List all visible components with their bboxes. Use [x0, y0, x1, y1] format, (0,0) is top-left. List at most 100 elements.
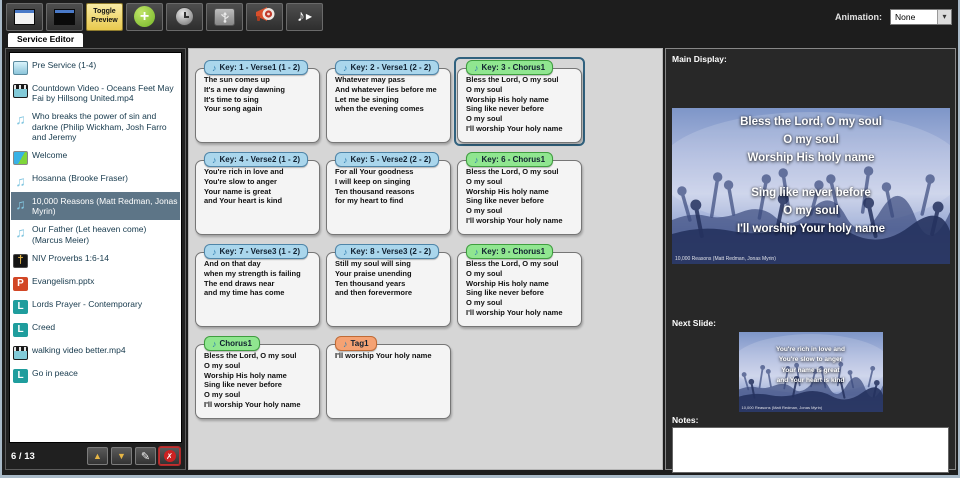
- service-item-icon: [13, 150, 28, 165]
- slide-title: Key: 6 - Chorus1: [481, 155, 546, 164]
- slide-header-tab[interactable]: Key: 7 - Verse3 (1 - 2): [204, 244, 308, 259]
- service-item-label: Creed: [32, 321, 56, 332]
- service-position-count: 6 / 13: [11, 450, 35, 462]
- display-on-icon: [14, 8, 35, 25]
- move-down-button[interactable]: [111, 447, 132, 465]
- service-list-item[interactable]: Welcome: [11, 146, 180, 169]
- service-item-icon: [13, 61, 28, 75]
- slide-card[interactable]: Key: 9 - Chorus1 Bless the Lord, O my so…: [457, 244, 582, 327]
- toggle-preview-button[interactable]: Toggle Preview: [86, 2, 123, 31]
- service-list-item[interactable]: Lords Prayer - Contemporary: [11, 295, 180, 318]
- service-list-item[interactable]: Hosanna (Brooke Fraser): [11, 169, 180, 192]
- notes-input[interactable]: [672, 427, 949, 473]
- main-display-preview: Bless the Lord, O my soul O my soul Wors…: [672, 108, 950, 264]
- music-note-icon: [212, 63, 217, 73]
- slide-card[interactable]: Key: 5 - Verse2 (2 - 2) For all Your goo…: [326, 152, 451, 235]
- service-list-item[interactable]: Our Father (Let heaven come) (Marcus Mei…: [11, 220, 180, 248]
- service-list-item[interactable]: NIV Proverbs 1:6-14: [11, 249, 180, 272]
- service-item-label: Go in peace: [32, 367, 78, 378]
- slide-card[interactable]: Key: 3 - Chorus1 Bless the Lord, O my so…: [454, 57, 585, 146]
- slide-header-tab[interactable]: Key: 3 - Chorus1: [466, 60, 554, 75]
- slide-lyrics[interactable]: You're rich in love and You're slow to a…: [195, 160, 320, 235]
- service-item-label: Our Father (Let heaven come) (Marcus Mei…: [32, 224, 147, 245]
- service-panel: Pre Service (1-4) Countdown Video - Ocea…: [5, 48, 186, 470]
- slide-card[interactable]: Chorus1 Bless the Lord, O my soul O my s…: [195, 336, 320, 419]
- slide-title: Key: 4 - Verse2 (1 - 2): [219, 155, 300, 164]
- slide-lyrics[interactable]: Whatever may pass And whatever lies befo…: [326, 68, 451, 143]
- next-slide-text: You're rich in love and You're slow to a…: [776, 346, 845, 385]
- service-item-label: Hosanna (Brooke Fraser): [32, 172, 128, 183]
- slide-lyrics[interactable]: Bless the Lord, O my soul O my soul Wors…: [195, 344, 320, 419]
- add-item-button[interactable]: [126, 2, 163, 31]
- animation-label: Animation:: [835, 11, 882, 22]
- slide-card[interactable]: Key: 2 - Verse1 (2 - 2) Whatever may pas…: [326, 60, 451, 143]
- service-item-label: Countdown Video - Oceans Feet May Fai by…: [32, 83, 174, 104]
- notes-label: Notes:: [672, 415, 699, 425]
- plus-icon: [134, 6, 155, 27]
- slide-lyrics[interactable]: I'll worship Your holy name: [326, 344, 451, 419]
- slide-header-tab[interactable]: Chorus1: [204, 336, 260, 351]
- service-list-item[interactable]: Creed: [11, 318, 180, 341]
- slide-lyrics[interactable]: And on that day when my strength is fail…: [195, 252, 320, 327]
- slide-header-tab[interactable]: Key: 2 - Verse1 (2 - 2): [335, 60, 439, 75]
- service-item-icon: [13, 299, 28, 314]
- slide-title: Key: 3 - Chorus1: [481, 63, 546, 72]
- tab-service-editor[interactable]: Service Editor: [8, 33, 84, 47]
- service-item-label: Welcome: [32, 149, 68, 160]
- service-list-item[interactable]: Go in peace: [11, 364, 180, 387]
- slide-card[interactable]: Key: 1 - Verse1 (1 - 2) The sun comes up…: [195, 60, 320, 143]
- service-list-item[interactable]: Who breaks the power of sin and darkne (…: [11, 107, 180, 146]
- slide-card[interactable]: Key: 7 - Verse3 (1 - 2) And on that day …: [195, 244, 320, 327]
- service-item-icon: [13, 345, 28, 360]
- slide-header-tab[interactable]: Key: 9 - Chorus1: [466, 244, 554, 259]
- slide-lyrics[interactable]: Bless the Lord, O my soul O my soul Wors…: [457, 160, 582, 235]
- service-list-footer: 6 / 13: [9, 443, 182, 466]
- slide-card[interactable]: Key: 8 - Verse3 (2 - 2) Still my soul wi…: [326, 244, 451, 327]
- slide-header-tab[interactable]: Key: 8 - Verse3 (2 - 2): [335, 244, 439, 259]
- clock-button[interactable]: [166, 2, 203, 31]
- slide-header-tab[interactable]: Tag1: [335, 336, 377, 351]
- show-display-button[interactable]: [6, 2, 43, 31]
- slide-card[interactable]: Key: 6 - Chorus1 Bless the Lord, O my so…: [457, 152, 582, 235]
- media-player-button[interactable]: [286, 2, 323, 31]
- slides-panel: Key: 1 - Verse1 (1 - 2) The sun comes up…: [188, 48, 663, 470]
- slide-lyrics[interactable]: Still my soul will sing Your praise unen…: [326, 252, 451, 327]
- service-list-item[interactable]: Countdown Video - Oceans Feet May Fai by…: [11, 79, 180, 107]
- service-item-label: Evangelism.pptx: [32, 275, 95, 286]
- clock-icon: [175, 7, 194, 26]
- slide-card[interactable]: Key: 4 - Verse2 (1 - 2) You're rich in l…: [195, 152, 320, 235]
- slide-lyrics[interactable]: For all Your goodness I will keep on sin…: [326, 160, 451, 235]
- slide-lyrics[interactable]: Bless the Lord, O my soul O my soul Wors…: [457, 252, 582, 327]
- slides-grid: Key: 1 - Verse1 (1 - 2) The sun comes up…: [195, 57, 656, 419]
- slide-title: Chorus1: [219, 339, 252, 348]
- service-list-item[interactable]: walking video better.mp4: [11, 341, 180, 364]
- slide-header-tab[interactable]: Key: 5 - Verse2 (2 - 2): [335, 152, 439, 167]
- slide-header-tab[interactable]: Key: 6 - Chorus1: [466, 152, 554, 167]
- usb-button[interactable]: [206, 2, 243, 31]
- service-item-label: Lords Prayer - Contemporary: [32, 298, 143, 309]
- service-list-item[interactable]: 10,000 Reasons (Matt Redman, Jonas Myrin…: [11, 191, 180, 221]
- slide-lyrics[interactable]: Bless the Lord, O my soul O my soul Wors…: [457, 68, 582, 143]
- music-note-icon: [474, 155, 479, 165]
- slide-header-tab[interactable]: Key: 1 - Verse1 (1 - 2): [204, 60, 308, 75]
- slide-header-tab[interactable]: Key: 4 - Verse2 (1 - 2): [204, 152, 308, 167]
- main-area: Pre Service (1-4) Countdown Video - Ocea…: [2, 47, 958, 475]
- slide-lyrics[interactable]: The sun comes up It's a new day dawning …: [195, 68, 320, 143]
- slide-title: Key: 7 - Verse3 (1 - 2): [219, 247, 300, 256]
- animation-select[interactable]: None: [890, 8, 952, 25]
- service-item-label: 10,000 Reasons (Matt Redman, Jonas Myrin…: [32, 195, 178, 217]
- slide-card[interactable]: Tag1 I'll worship Your holy name: [326, 336, 451, 419]
- service-list-item[interactable]: Pre Service (1-4): [11, 56, 180, 79]
- edit-item-button[interactable]: [135, 447, 156, 465]
- service-item-icon: [13, 253, 28, 268]
- slide-title: Key: 2 - Verse1 (2 - 2): [350, 63, 431, 72]
- move-up-button[interactable]: [87, 447, 108, 465]
- announcement-button[interactable]: [246, 2, 283, 31]
- service-item-icon: [13, 84, 28, 98]
- blank-display-button[interactable]: [46, 2, 83, 31]
- service-item-label: Pre Service (1-4): [32, 60, 97, 70]
- service-list-item[interactable]: Evangelism.pptx: [11, 272, 180, 295]
- megaphone-icon: [254, 5, 276, 28]
- delete-item-button[interactable]: [159, 447, 180, 465]
